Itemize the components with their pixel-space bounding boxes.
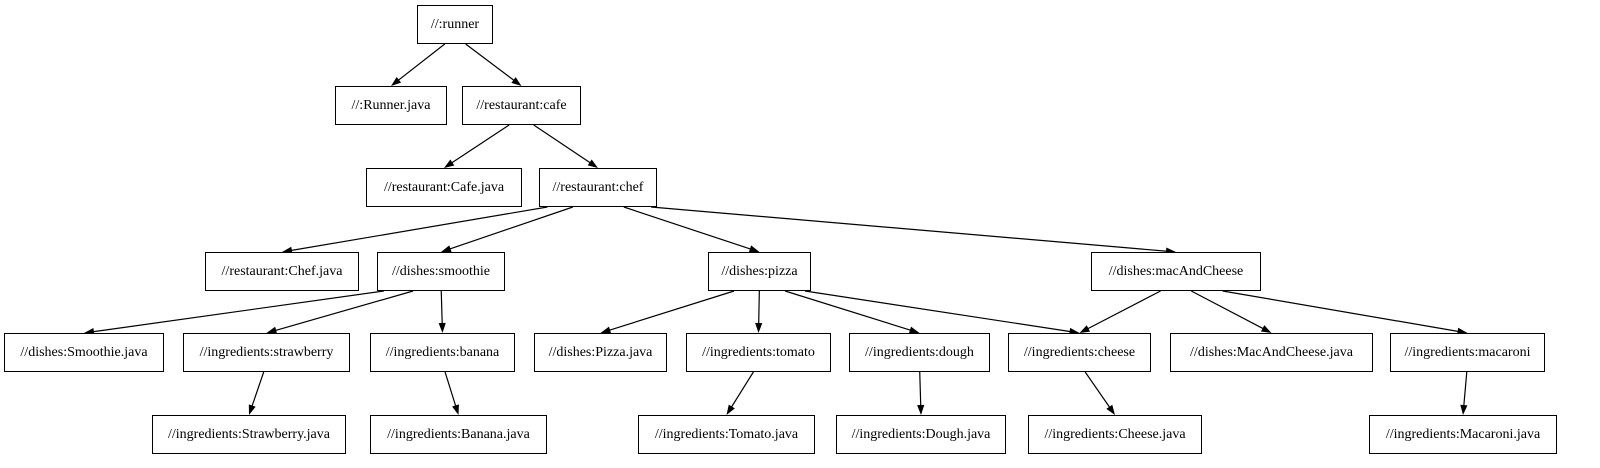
graph-edge — [465, 43, 515, 82]
graph-node-label: //ingredients:dough — [865, 344, 974, 360]
graph-node-label: //restaurant:chef — [552, 179, 644, 195]
graph-node[interactable]: //restaurant:Chef.java — [205, 252, 359, 291]
graph-edge — [397, 43, 446, 81]
graph-node[interactable]: //ingredients:Macaroni.java — [1369, 415, 1557, 454]
graph-node-label: //ingredients:cheese — [1023, 344, 1136, 360]
graph-node-label: //dishes:pizza — [721, 263, 798, 279]
edge-arrowhead — [438, 322, 446, 333]
graph-edge — [449, 206, 574, 250]
graph-node[interactable]: //ingredients:banana — [370, 333, 515, 372]
graph-edge — [919, 371, 922, 407]
graph-node-label: //ingredients:strawberry — [199, 344, 334, 360]
edge-arrowhead — [755, 322, 763, 333]
graph-edge — [1463, 371, 1468, 407]
graph-node[interactable]: //dishes:smoothie — [377, 252, 505, 291]
graph-node[interactable]: //dishes:Pizza.java — [534, 333, 667, 372]
graph-node-label: //ingredients:macaroni — [1404, 344, 1531, 360]
edge-arrowhead — [1106, 404, 1115, 415]
graph-edge — [1191, 290, 1264, 330]
graph-node-label: //restaurant:cafe — [476, 97, 567, 113]
edge-arrowhead — [444, 159, 455, 168]
graph-node[interactable]: //ingredients:Tomato.java — [638, 415, 815, 454]
graph-edge — [650, 206, 1168, 252]
graph-node[interactable]: //dishes:MacAndCheese.java — [1170, 333, 1373, 372]
graph-node-label: //ingredients:Tomato.java — [654, 426, 799, 442]
graph-node-label: //restaurant:Chef.java — [221, 263, 343, 279]
graph-node[interactable]: //:Runner.java — [335, 86, 447, 125]
graph-node-label: //ingredients:Strawberry.java — [168, 426, 330, 442]
graph-edge — [451, 124, 510, 164]
graph-node[interactable]: //ingredients:Banana.java — [370, 415, 547, 454]
graph-node[interactable]: //ingredients:tomato — [686, 333, 831, 372]
graph-edge — [730, 371, 754, 408]
edge-arrowhead — [511, 77, 522, 86]
graph-edge — [440, 290, 443, 325]
edge-arrowhead — [726, 404, 735, 415]
graph-node[interactable]: //restaurant:Cafe.java — [366, 168, 522, 207]
edge-arrowhead — [1260, 325, 1272, 333]
edge-arrowhead — [1460, 404, 1468, 415]
graph-node[interactable]: //ingredients:Dough.java — [836, 415, 1006, 454]
graph-edge — [758, 290, 760, 325]
graph-node-label: //restaurant:Cafe.java — [383, 179, 505, 195]
graph-node-label: //dishes:Pizza.java — [548, 344, 653, 360]
graph-edge — [274, 290, 414, 332]
graph-node[interactable]: //ingredients:strawberry — [183, 333, 350, 372]
graph-node[interactable]: //ingredients:macaroni — [1390, 333, 1545, 372]
graph-edge — [92, 290, 384, 333]
graph-edge — [533, 124, 591, 164]
graph-node-label: //dishes:MacAndCheese.java — [1190, 344, 1353, 360]
graph-node-label: //ingredients:Banana.java — [387, 426, 530, 442]
graph-node-label: //:runner — [430, 16, 480, 32]
graph-edge — [1084, 371, 1111, 408]
graph-node[interactable]: //restaurant:cafe — [462, 86, 581, 125]
graph-edge — [290, 206, 548, 252]
edge-arrowhead — [248, 404, 256, 415]
graph-node-label: //ingredients:Cheese.java — [1044, 426, 1186, 442]
graph-edge — [784, 290, 912, 331]
graph-node[interactable]: //dishes:pizza — [708, 252, 811, 291]
graph-node-label: //ingredients:tomato — [702, 344, 815, 360]
graph-node-label: //dishes:smoothie — [392, 263, 490, 279]
graph-edge — [444, 371, 457, 407]
graph-edge — [251, 371, 265, 407]
graph-edge — [623, 206, 752, 250]
graph-node[interactable]: //restaurant:chef — [539, 168, 657, 207]
graph-edge — [1222, 290, 1459, 333]
graph-node-label: //ingredients:banana — [385, 344, 500, 360]
graph-node-label: //ingredients:Macaroni.java — [1385, 426, 1541, 442]
edge-arrowhead — [917, 404, 925, 415]
edge-arrowhead — [587, 159, 598, 168]
graph-node[interactable]: //dishes:macAndCheese — [1091, 252, 1261, 291]
graph-edge — [1087, 290, 1161, 330]
graph-node[interactable]: //ingredients:dough — [849, 333, 990, 372]
graph-node-label: //:Runner.java — [351, 97, 431, 113]
graph-edge — [608, 290, 735, 331]
graph-node[interactable]: //dishes:Smoothie.java — [4, 333, 164, 372]
edge-arrowhead — [391, 77, 402, 86]
graph-edge — [804, 290, 1071, 333]
graph-node-label: //ingredients:Dough.java — [851, 426, 991, 442]
graph-node[interactable]: //ingredients:cheese — [1008, 333, 1151, 372]
graph-node[interactable]: //ingredients:Cheese.java — [1028, 415, 1202, 454]
edge-arrowhead — [452, 404, 459, 415]
graph-node[interactable]: //:runner — [417, 5, 493, 44]
edge-arrowhead — [1079, 325, 1091, 333]
graph-node-label: //dishes:macAndCheese — [1108, 263, 1244, 279]
graph-node-label: //dishes:Smoothie.java — [20, 344, 148, 360]
graph-node[interactable]: //ingredients:Strawberry.java — [152, 415, 346, 454]
